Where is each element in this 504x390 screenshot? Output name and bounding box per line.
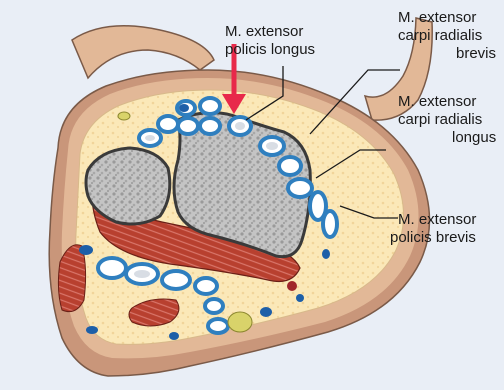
label-epl-line1: M. extensor bbox=[225, 23, 303, 40]
label-ecrl-line2: carpi radialis bbox=[398, 111, 482, 128]
label-epl-line2: policis longus bbox=[225, 41, 315, 58]
label-ecrl: M. extensor carpi radialis longus bbox=[398, 93, 496, 146]
label-epb-line2: policis brevis bbox=[390, 229, 476, 246]
label-ecrb-line1: M. extensor bbox=[398, 9, 476, 26]
label-ecrl-line3: longus bbox=[452, 129, 496, 146]
label-epb: M. extensor policis brevis bbox=[390, 211, 476, 246]
ulna-bone bbox=[86, 148, 170, 224]
label-epb-line1: M. extensor bbox=[398, 211, 476, 228]
label-ecrb-line3: brevis bbox=[456, 45, 496, 62]
label-ecrl-line1: M. extensor bbox=[398, 93, 476, 110]
label-epl: M. extensor policis longus bbox=[225, 23, 315, 58]
label-ecrb-line2: carpi radialis bbox=[398, 27, 482, 44]
